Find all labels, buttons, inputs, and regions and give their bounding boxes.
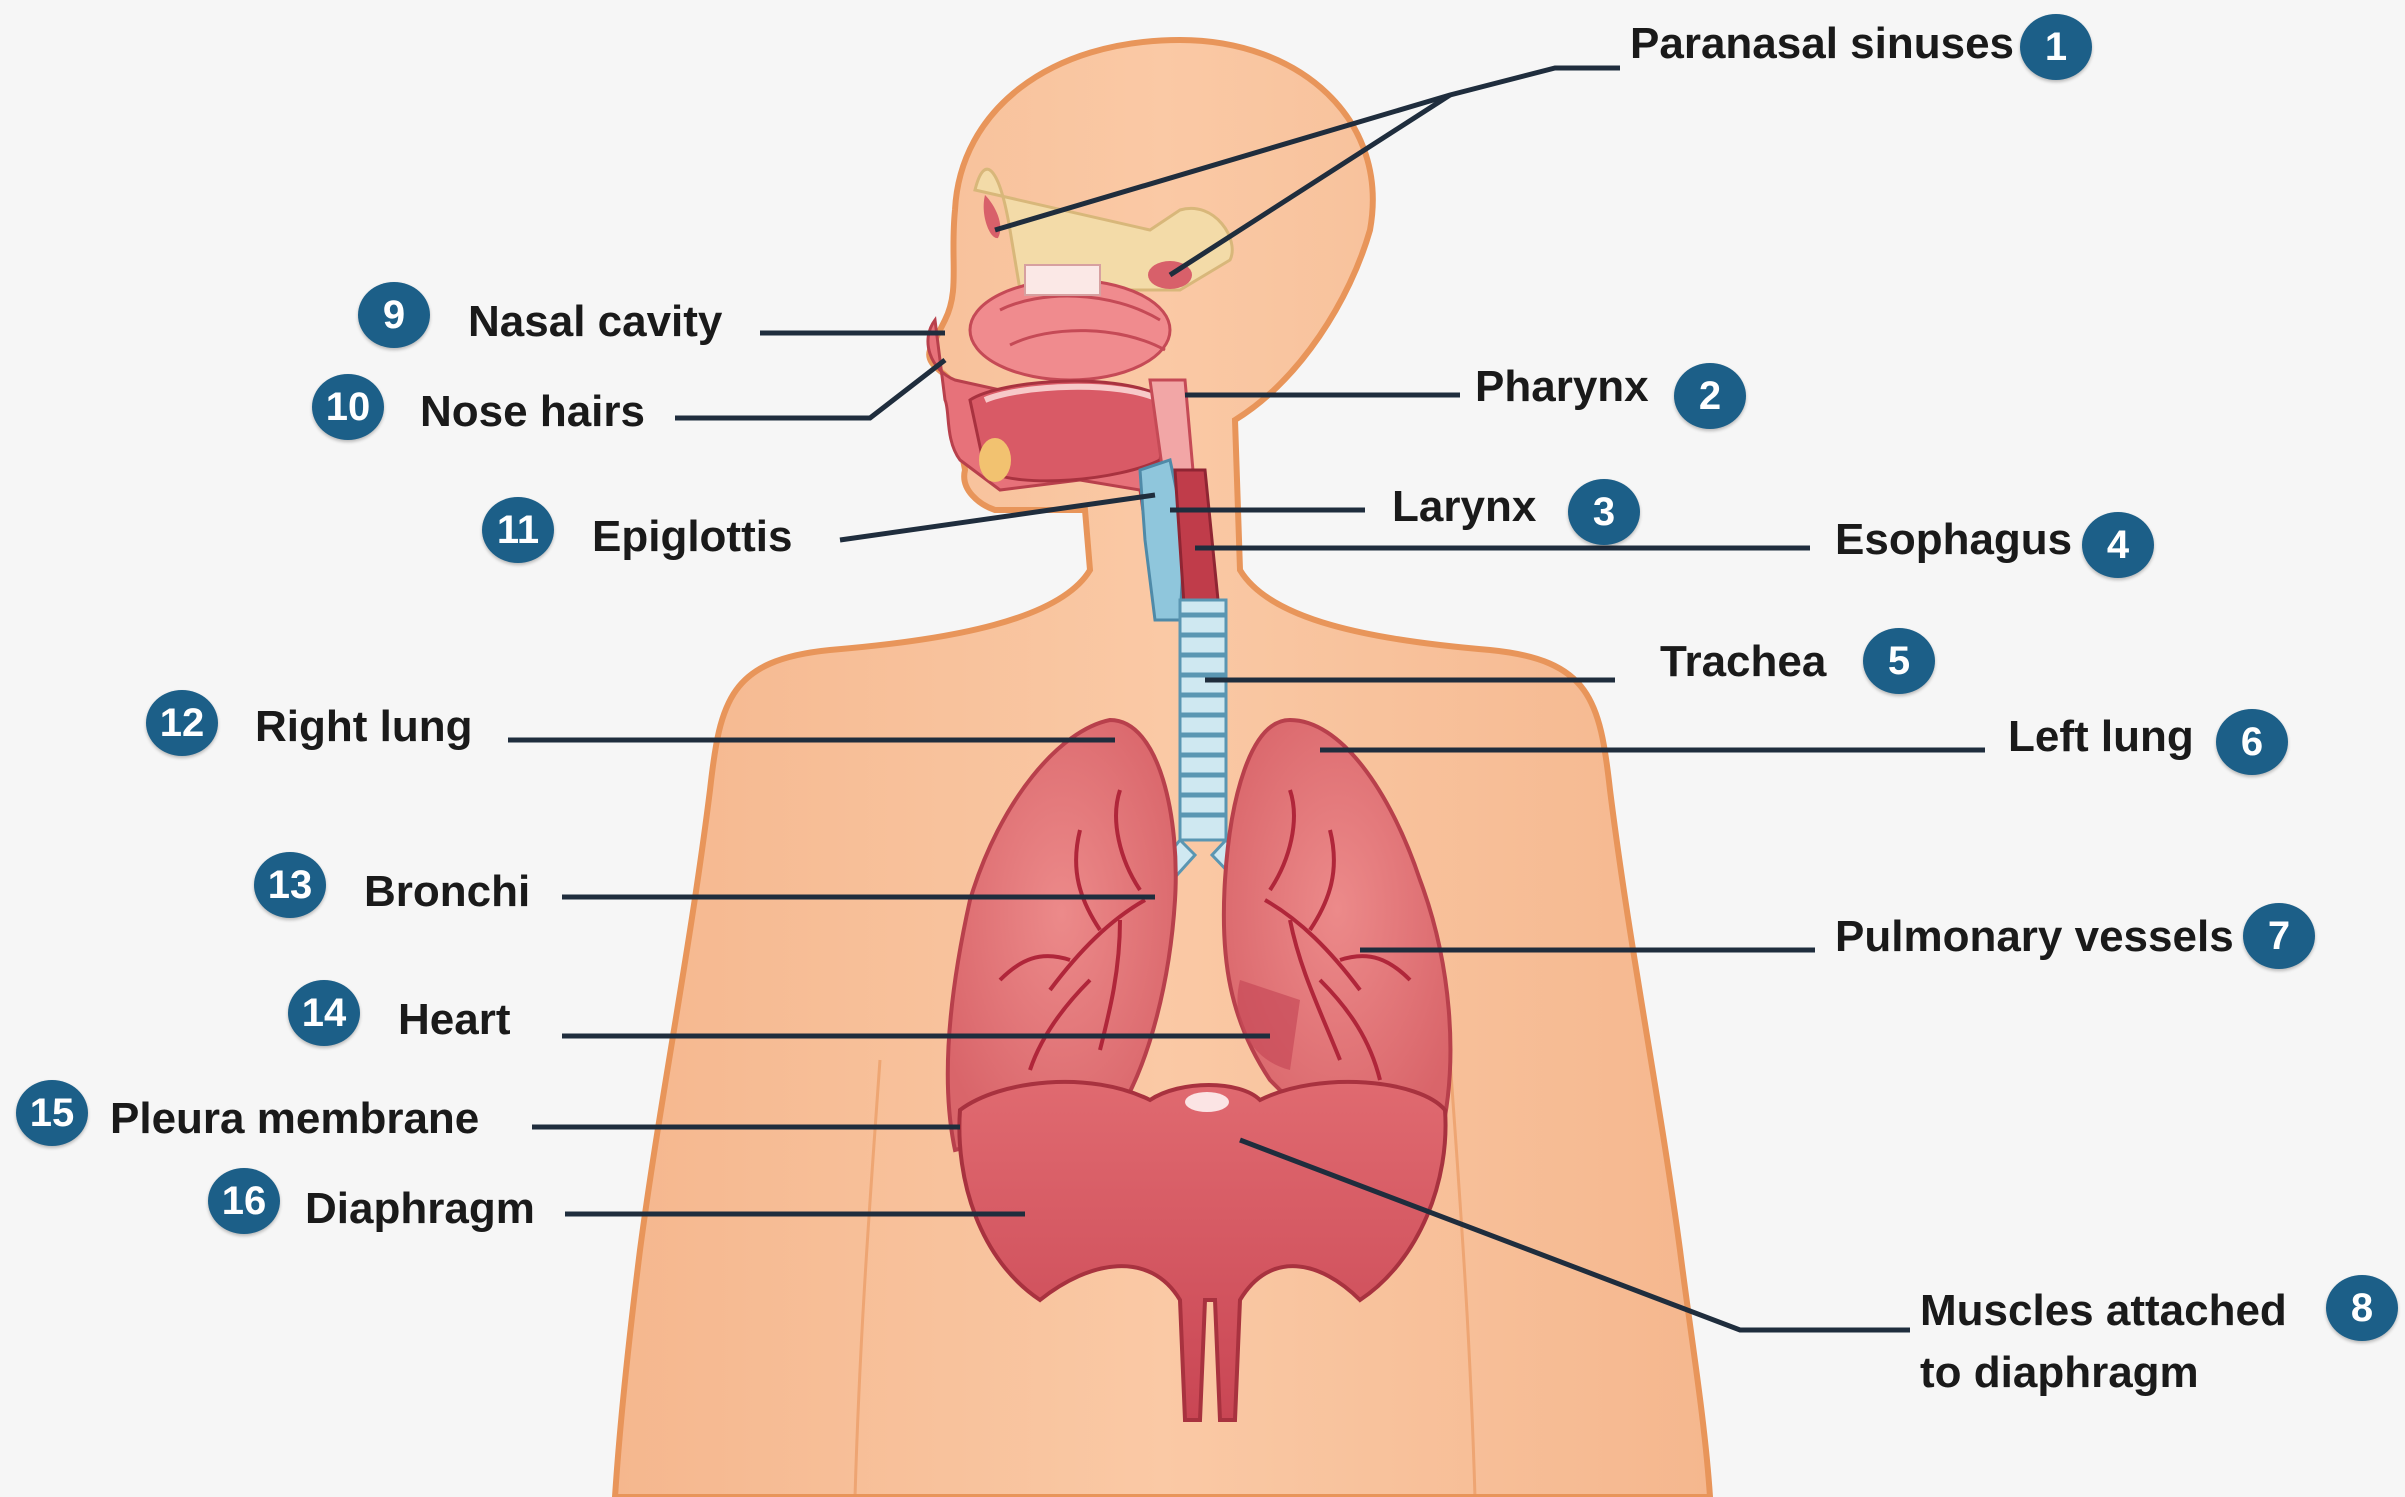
label-epiglottis: Epiglottis: [592, 515, 792, 559]
badge-10: 10: [312, 374, 384, 440]
label-bronchi: Bronchi: [364, 870, 530, 914]
label-trachea: Trachea: [1660, 640, 1826, 684]
label-nasal-cavity: Nasal cavity: [468, 300, 722, 344]
badge-11: 11: [482, 497, 554, 563]
badge-13: 13: [254, 852, 326, 918]
badge-16: 16: [208, 1168, 280, 1234]
badge-15: 15: [16, 1080, 88, 1146]
badge-12: 12: [146, 690, 218, 756]
label-esophagus: Esophagus: [1835, 518, 2072, 562]
label-left-lung: Left lung: [2008, 715, 2194, 759]
badge-9: 9: [358, 282, 430, 348]
label-pleura-membrane: Pleura membrane: [110, 1097, 479, 1141]
badge-7: 7: [2243, 903, 2315, 969]
label-paranasal-sinuses: Paranasal sinuses: [1630, 22, 2014, 66]
label-pulmonary-vessels: Pulmonary vessels: [1835, 915, 2234, 959]
badge-4: 4: [2082, 512, 2154, 578]
label-pharynx: Pharynx: [1475, 365, 1649, 409]
label-heart: Heart: [398, 998, 511, 1042]
leader-line-10: [675, 360, 945, 418]
badge-2: 2: [1674, 363, 1746, 429]
badge-1: 1: [2020, 14, 2092, 80]
badge-8: 8: [2326, 1275, 2398, 1341]
label-nose-hairs: Nose hairs: [420, 390, 645, 434]
label-muscles-attached-to-diaphragm: Muscles attached to diaphragm: [1920, 1280, 2287, 1405]
badge-6: 6: [2216, 709, 2288, 775]
label-larynx: Larynx: [1392, 485, 1536, 529]
badge-3: 3: [1568, 479, 1640, 545]
badge-5: 5: [1863, 628, 1935, 694]
label-right-lung: Right lung: [255, 705, 473, 749]
badge-14: 14: [288, 980, 360, 1046]
label-diaphragm: Diaphragm: [305, 1187, 535, 1231]
